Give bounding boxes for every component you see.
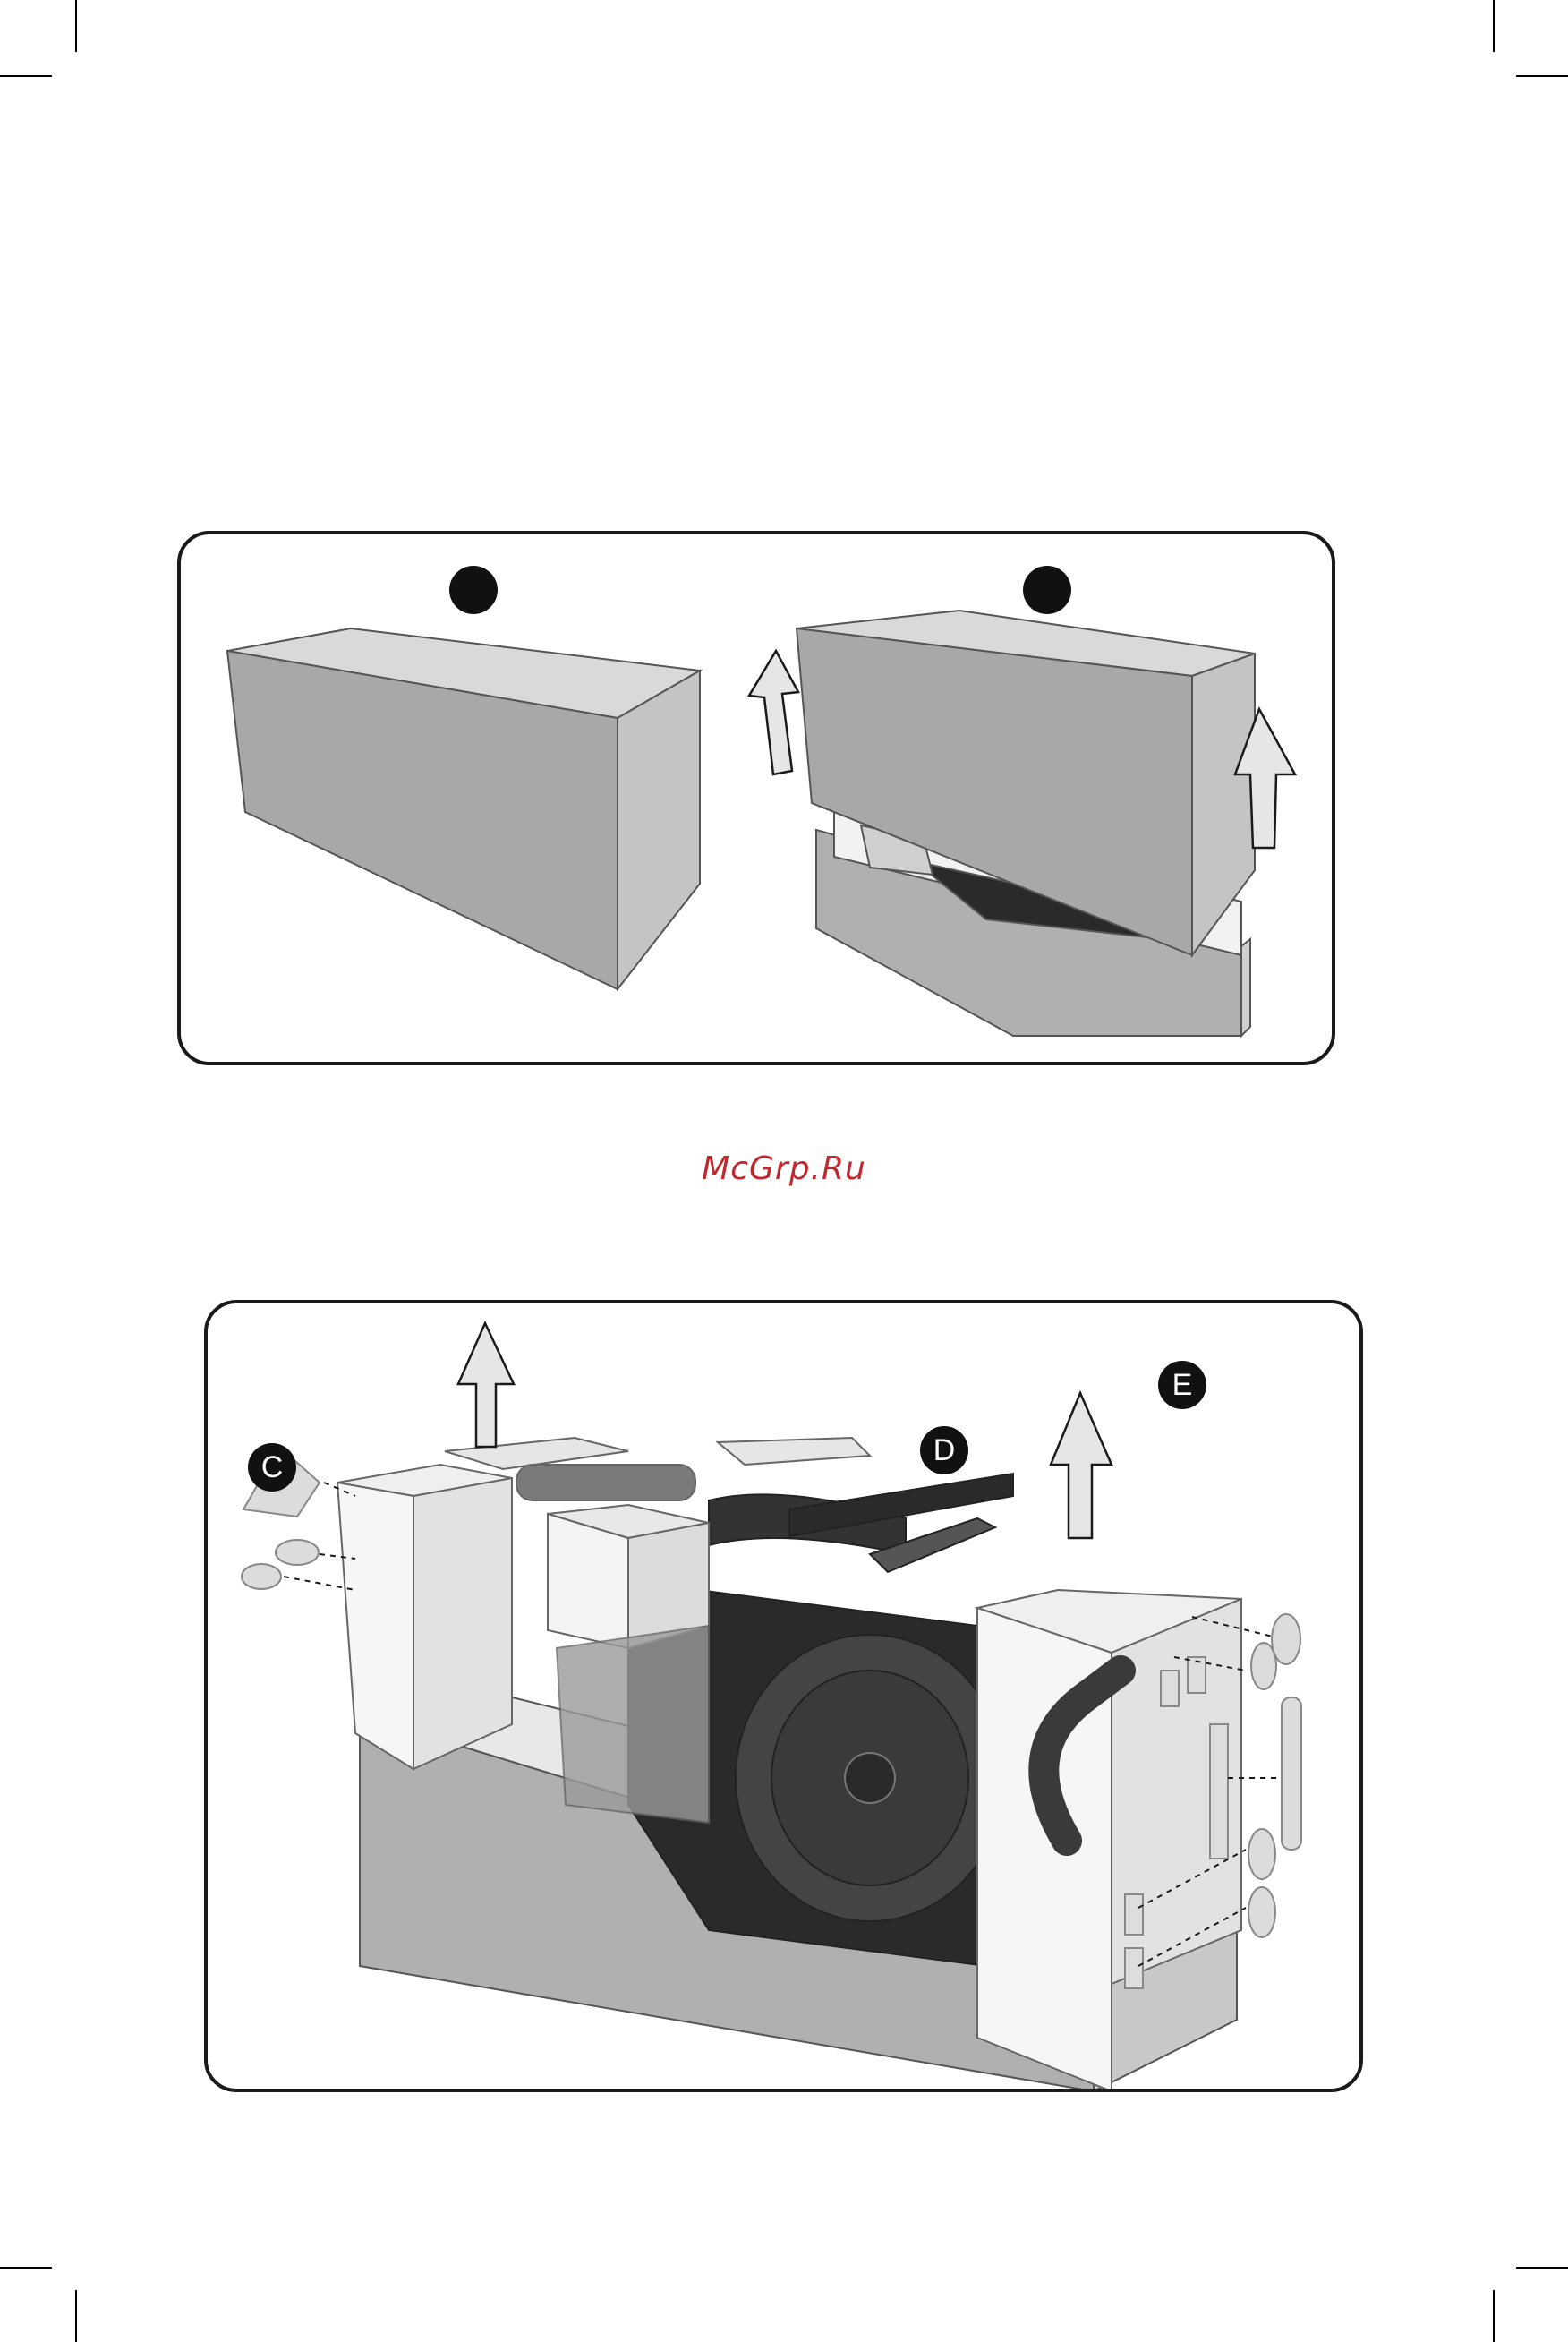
callout-badge-e: E (1158, 1361, 1206, 1409)
crop-mark-top-right-v (1493, 0, 1495, 52)
crop-mark-bottom-left-h (0, 2267, 52, 2269)
crop-mark-bottom-right-h (1516, 2267, 1568, 2269)
callout-badge-d: D (920, 1426, 968, 1474)
lift-arrow-left (749, 651, 798, 774)
center-foam-block (548, 1505, 709, 1823)
box-illustration (181, 534, 1335, 1065)
callout-badge-c: C (248, 1443, 296, 1492)
step-badge-1 (449, 566, 498, 614)
step-badge-2 (1023, 566, 1071, 614)
left-foam-block (337, 1465, 512, 1769)
watermark: McGrp.Ru (0, 1150, 1568, 1187)
removed-foam-pieces-right (1248, 1614, 1301, 1937)
crop-mark-top-left-h (0, 75, 52, 77)
closed-box (227, 628, 700, 989)
lift-arrow-right (1051, 1393, 1112, 1538)
crop-mark-bottom-right-v (1493, 2290, 1495, 2342)
packaging-removal-panel: C D E (204, 1300, 1363, 2092)
crop-mark-top-left-v (75, 0, 77, 52)
crop-mark-top-right-h (1516, 75, 1568, 77)
lift-arrow-left (458, 1323, 514, 1447)
packaging-illustration (208, 1303, 1363, 2092)
crop-mark-bottom-left-v (75, 2290, 77, 2342)
unpacking-step-panel (177, 531, 1335, 1065)
